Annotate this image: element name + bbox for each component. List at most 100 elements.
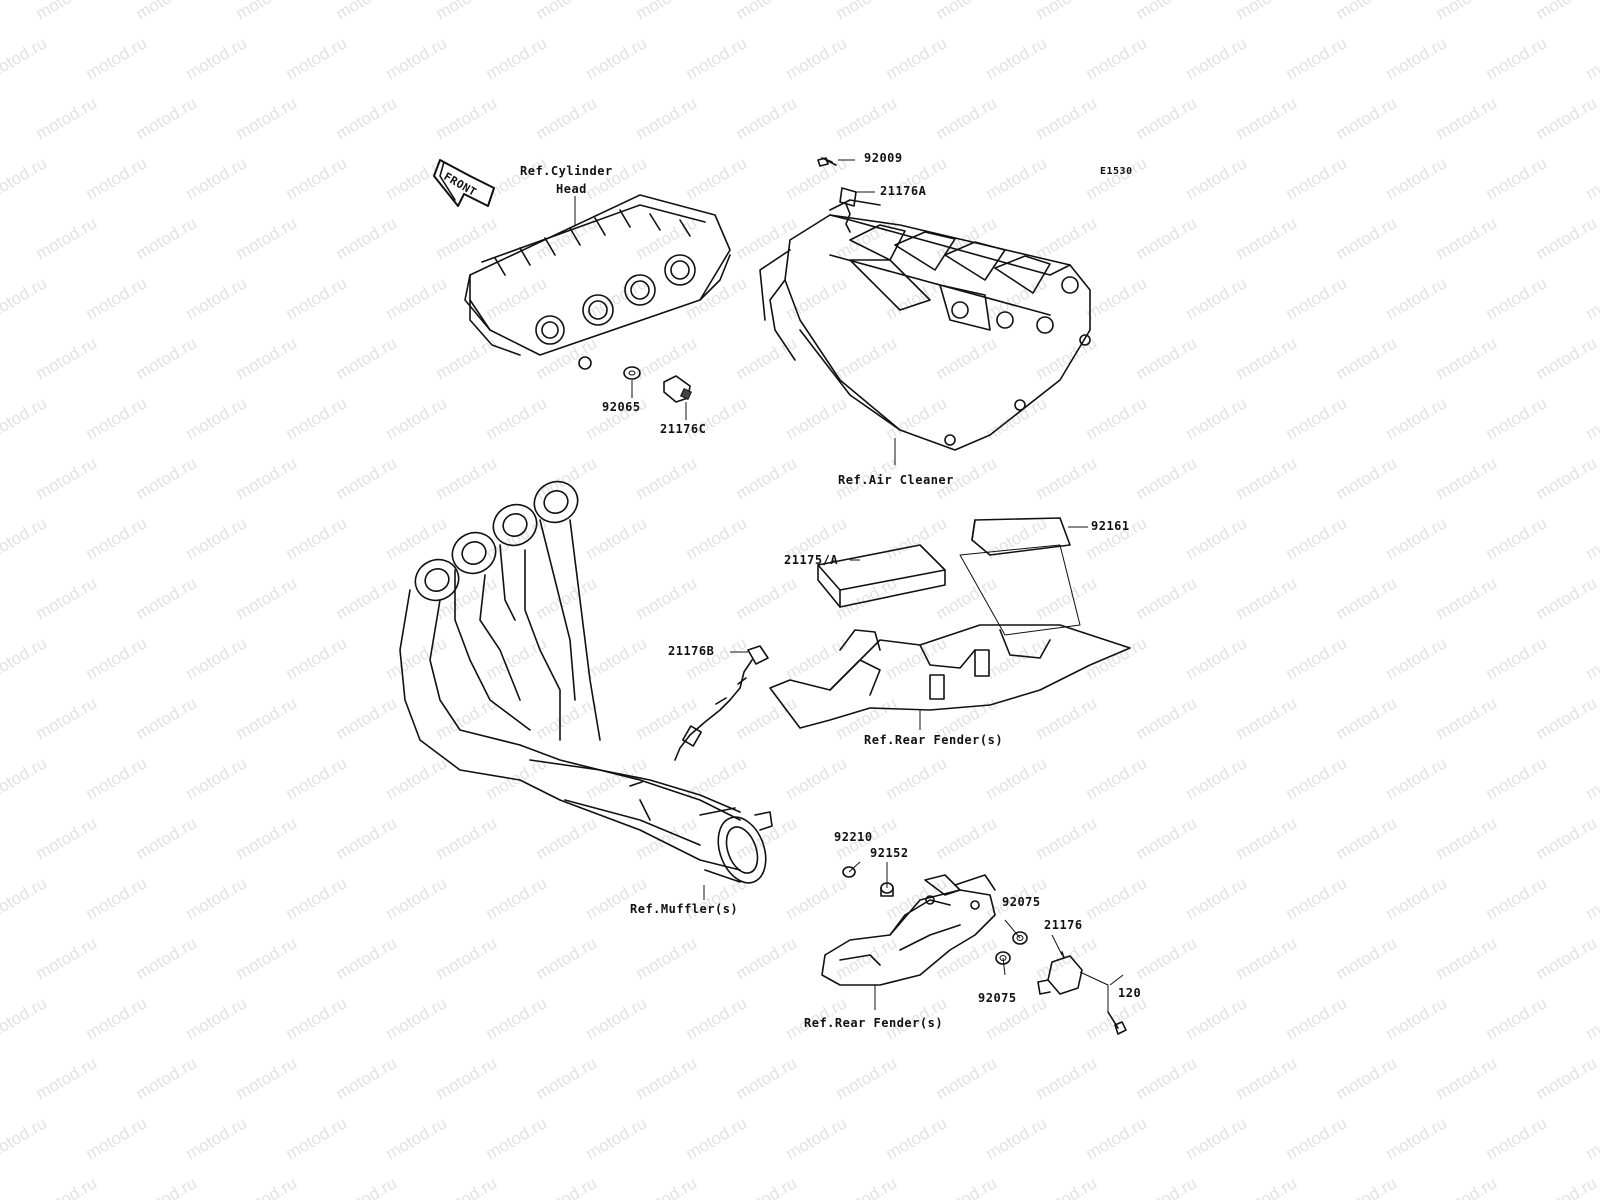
watermark-text: motod.ru bbox=[1333, 453, 1401, 503]
watermark-text: motod.ru bbox=[1083, 753, 1151, 803]
watermark-text: motod.ru bbox=[483, 393, 551, 443]
watermark-text: motod.ru bbox=[1383, 33, 1451, 83]
watermark-text: motod.ru bbox=[733, 213, 801, 263]
watermark-text: motod.ru bbox=[1033, 813, 1101, 863]
watermark-text: motod.ru bbox=[933, 333, 1001, 383]
watermark-text: motod.ru bbox=[183, 633, 251, 683]
watermark-text: motod.ru bbox=[1233, 453, 1301, 503]
watermark-text: motod.ru bbox=[1433, 453, 1501, 503]
watermark-text: motod.ru bbox=[833, 933, 901, 983]
watermark-text: motod.ru bbox=[683, 993, 751, 1043]
watermark-text: motod.ru bbox=[483, 33, 551, 83]
watermark-text: motod.ru bbox=[283, 393, 351, 443]
watermark-text: motod.ru bbox=[383, 513, 451, 563]
watermark-text: motod.ru bbox=[233, 1173, 301, 1200]
watermark-text: motod.ru bbox=[1283, 273, 1351, 323]
watermark-text: motod.ru bbox=[1483, 273, 1551, 323]
watermark-text: motod.ru bbox=[633, 93, 701, 143]
watermark-text: motod.ru bbox=[1133, 333, 1201, 383]
watermark-text: motod.ru bbox=[0, 273, 50, 323]
watermark-text: motod.ru bbox=[33, 0, 101, 23]
watermark-text: motod.ru bbox=[1333, 693, 1401, 743]
watermark-text: motod.ru bbox=[1133, 1053, 1201, 1103]
part-92161-label: 92161 bbox=[1091, 519, 1130, 533]
watermark-text: motod.ru bbox=[983, 153, 1051, 203]
watermark-text: motod.ru bbox=[983, 1113, 1051, 1163]
watermark-text: motod.ru bbox=[633, 1173, 701, 1200]
watermark-text: motod.ru bbox=[933, 93, 1001, 143]
watermark-text: motod.ru bbox=[1533, 0, 1600, 23]
watermark-text: motod.ru bbox=[733, 93, 801, 143]
watermark-text: motod.ru bbox=[33, 93, 101, 143]
watermark-text: motod.ru bbox=[733, 933, 801, 983]
watermark-text: motod.ru bbox=[533, 933, 601, 983]
part-21176-label: 21176 bbox=[1044, 918, 1083, 932]
watermark-text: motod.ru bbox=[1333, 933, 1401, 983]
watermark-text: motod.ru bbox=[733, 693, 801, 743]
watermark-text: motod.ru bbox=[1333, 1173, 1401, 1200]
watermark-text: motod.ru bbox=[533, 0, 601, 23]
watermark-text: motod.ru bbox=[783, 873, 851, 923]
watermark-text: motod.ru bbox=[1483, 393, 1551, 443]
watermark-text: motod.ru bbox=[0, 33, 50, 83]
watermark-text: motod.ru bbox=[133, 453, 201, 503]
watermark-text: motod.ru bbox=[133, 1173, 201, 1200]
watermark-text: motod.ru bbox=[433, 213, 501, 263]
watermark-text: motod.ru bbox=[833, 333, 901, 383]
watermark-text: motod.ru bbox=[1333, 1053, 1401, 1103]
watermark-text: motod.ru bbox=[1383, 993, 1451, 1043]
watermark-text: motod.ru bbox=[483, 153, 551, 203]
watermark-text: motod.ru bbox=[233, 573, 301, 623]
watermark-text: motod.ru bbox=[283, 873, 351, 923]
watermark-text: motod.ru bbox=[83, 873, 151, 923]
watermark-text: motod.ru bbox=[583, 513, 651, 563]
watermark-text: motod.ru bbox=[283, 1113, 351, 1163]
watermark-text: motod.ru bbox=[233, 93, 301, 143]
watermark-text: motod.ru bbox=[1483, 633, 1551, 683]
part-92065-label: 92065 bbox=[602, 400, 641, 414]
watermark-text: motod.ru bbox=[1083, 153, 1151, 203]
watermark-text: motod.ru bbox=[733, 573, 801, 623]
watermark-text: motod.ru bbox=[1533, 1173, 1600, 1200]
watermark-text: motod.ru bbox=[733, 1173, 801, 1200]
watermark-text: motod.ru bbox=[0, 873, 50, 923]
watermark-text: motod.ru bbox=[1533, 333, 1600, 383]
watermark-text: motod.ru bbox=[1183, 753, 1251, 803]
watermark-text: motod.ru bbox=[833, 1053, 901, 1103]
watermark-text: motod.ru bbox=[1283, 393, 1351, 443]
watermark-text: motod.ru bbox=[183, 1113, 251, 1163]
watermark-text: motod.ru bbox=[1083, 33, 1151, 83]
ref-rear-fender-upper-label: Ref.Rear Fender(s) bbox=[864, 733, 1003, 747]
watermark-text: motod.ru bbox=[433, 0, 501, 23]
watermark-text: motod.ru bbox=[1483, 873, 1551, 923]
part-120-label: 120 bbox=[1118, 986, 1141, 1000]
watermark-text: motod.ru bbox=[533, 1053, 601, 1103]
watermark-text: motod.ru bbox=[133, 933, 201, 983]
watermark-text: motod.ru bbox=[1383, 753, 1451, 803]
watermark-text: motod.ru bbox=[83, 993, 151, 1043]
watermark-text: motod.ru bbox=[1583, 513, 1600, 563]
watermark-text: motod.ru bbox=[283, 753, 351, 803]
watermark-text: motod.ru bbox=[1333, 813, 1401, 863]
watermark-text: motod.ru bbox=[383, 393, 451, 443]
watermark-text: motod.ru bbox=[533, 213, 601, 263]
watermark-text: motod.ru bbox=[33, 933, 101, 983]
watermark-text: motod.ru bbox=[783, 753, 851, 803]
watermark-text: motod.ru bbox=[0, 1113, 50, 1163]
part-92152-label: 92152 bbox=[870, 846, 909, 860]
watermark-text: motod.ru bbox=[1183, 513, 1251, 563]
watermark-text: motod.ru bbox=[133, 1053, 201, 1103]
watermark-text: motod.ru bbox=[1433, 333, 1501, 383]
watermark-text: motod.ru bbox=[1183, 993, 1251, 1043]
ref-muffler-label: Ref.Muffler(s) bbox=[630, 902, 738, 916]
watermark-text: motod.ru bbox=[333, 0, 401, 23]
watermark-text: motod.ru bbox=[283, 633, 351, 683]
ref-air-cleaner-label: Ref.Air Cleaner bbox=[838, 473, 954, 487]
watermark-text: motod.ru bbox=[433, 93, 501, 143]
watermark-text: motod.ru bbox=[233, 0, 301, 23]
watermark-text: motod.ru bbox=[283, 993, 351, 1043]
watermark-text: motod.ru bbox=[1133, 453, 1201, 503]
watermark-text: motod.ru bbox=[1583, 993, 1600, 1043]
watermark-text: motod.ru bbox=[1033, 1053, 1101, 1103]
